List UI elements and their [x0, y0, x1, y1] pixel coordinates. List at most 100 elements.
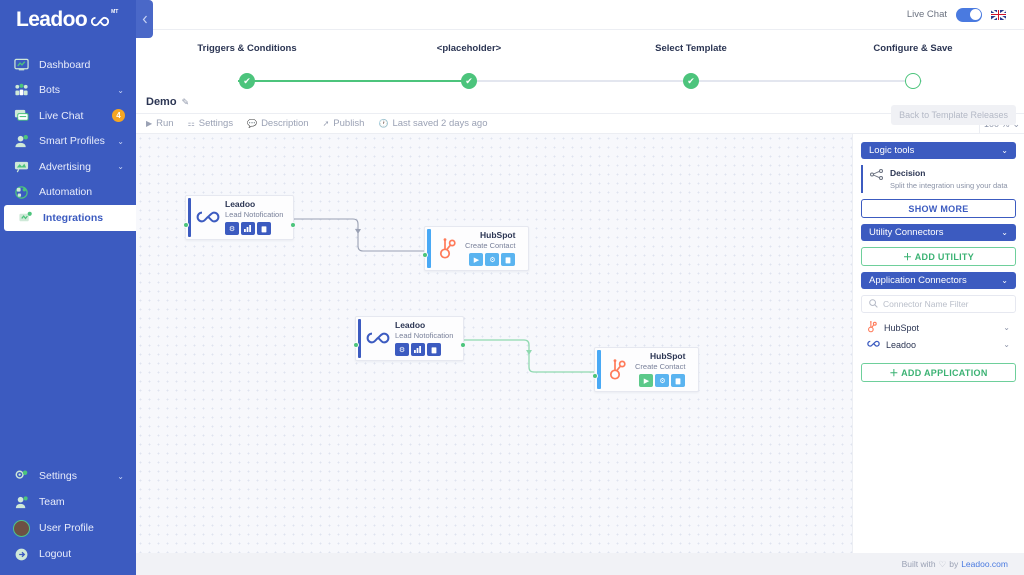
- node-leadoo-2[interactable]: Leadoo Lead Notofication ⚙: [353, 316, 466, 362]
- gear-icon[interactable]: ⚙: [225, 222, 239, 236]
- chart-icon[interactable]: [411, 343, 425, 357]
- logout-arrow-icon: [13, 546, 30, 563]
- sidebar-item-live-chat[interactable]: Live Chat 4: [0, 103, 136, 129]
- node-actions: ⚙: [395, 343, 453, 357]
- node-leadoo-1[interactable]: Leadoo Lead Notofication ⚙: [183, 195, 296, 241]
- settings-button[interactable]: ⚏ Settings: [187, 118, 234, 129]
- settings-gear-icon: [13, 468, 30, 485]
- sidebar-item-label: Team: [39, 496, 65, 508]
- chevron-down-icon[interactable]: ⌄: [1003, 323, 1010, 333]
- chevron-down-icon: ⌄: [1001, 276, 1008, 286]
- tool-subtitle: Split the integration using your data: [890, 181, 1008, 191]
- uk-flag-icon[interactable]: [991, 9, 1006, 20]
- sidebar-item-dashboard[interactable]: Dashboard: [0, 52, 136, 78]
- node-subtitle: Create Contact: [635, 361, 686, 371]
- footer-link[interactable]: Leadoo.com: [961, 559, 1008, 569]
- hubspot-icon: [601, 348, 635, 391]
- node-output-port[interactable]: [460, 342, 466, 348]
- sidebar-collapse-button[interactable]: [136, 0, 153, 38]
- top-bar: Live Chat: [136, 0, 1024, 30]
- chevron-down-icon[interactable]: ⌄: [117, 162, 124, 172]
- chevron-left-icon: [142, 15, 147, 23]
- step-node-1[interactable]: ✔: [239, 73, 255, 89]
- document-title-row: Demo ✎: [136, 90, 1024, 114]
- sidebar-item-label: Logout: [39, 548, 72, 560]
- section-header-utility-connectors[interactable]: Utility Connectors ⌄: [861, 224, 1016, 242]
- section-header-application-connectors[interactable]: Application Connectors ⌄: [861, 272, 1016, 290]
- sidebar-item-user-profile[interactable]: User Profile: [0, 515, 136, 541]
- sidebar-item-bots[interactable]: Bots ⌄: [0, 78, 136, 104]
- chevron-down-icon[interactable]: ⌄: [117, 471, 124, 481]
- node-hubspot-1[interactable]: HubSpot Create Contact ▶ ⚙: [422, 226, 529, 272]
- sidebar-nav-bottom: Settings ⌄ Team User Profile Logout: [0, 463, 136, 567]
- node-hubspot-2[interactable]: HubSpot Create Contact ▶ ⚙: [592, 347, 699, 393]
- back-to-template-releases-button[interactable]: Back to Template Releases: [891, 105, 1016, 125]
- trash-icon[interactable]: [501, 253, 516, 267]
- connector-row-hubspot[interactable]: HubSpot ⌄: [861, 319, 1016, 336]
- run-button[interactable]: ▶ Run: [146, 118, 174, 129]
- logo[interactable]: Leadoo MT: [0, 0, 136, 40]
- step-node-4[interactable]: [905, 73, 921, 89]
- add-utility-button[interactable]: ＋ ADD UTILITY: [861, 247, 1016, 267]
- connector-row-leadoo[interactable]: Leadoo ⌄: [861, 336, 1016, 353]
- sidebar-item-label: Dashboard: [39, 58, 91, 71]
- node-actions: ⚙: [225, 222, 283, 236]
- node-output-port[interactable]: [183, 222, 189, 228]
- chevron-down-icon: ⌄: [1001, 146, 1008, 155]
- chart-icon[interactable]: [241, 222, 255, 236]
- sidebar-item-smart-profiles[interactable]: Smart Profiles ⌄: [0, 129, 136, 155]
- gear-icon[interactable]: ⚙: [395, 343, 409, 357]
- add-application-button[interactable]: ＋ ADD APPLICATION: [861, 363, 1016, 383]
- step-node-3[interactable]: ✔: [683, 73, 699, 89]
- trash-icon[interactable]: [257, 222, 271, 236]
- play-icon[interactable]: ▶: [469, 253, 484, 267]
- sidebar-item-integrations[interactable]: Integrations: [4, 205, 136, 231]
- trash-icon[interactable]: [671, 374, 686, 388]
- gear-icon[interactable]: ⚙: [655, 374, 670, 388]
- node-input-port[interactable]: [422, 252, 428, 258]
- publish-button[interactable]: ➚ Publish: [322, 118, 365, 129]
- flow-connector-1: [294, 218, 427, 252]
- sidebar-item-advertising[interactable]: Advertising ⌄: [0, 154, 136, 180]
- smart-profiles-icon: [13, 133, 30, 150]
- section-header-logic-tools[interactable]: Logic tools ⌄: [861, 142, 1016, 159]
- hubspot-icon: [431, 227, 465, 270]
- automation-icon: [13, 184, 30, 201]
- node-title: HubSpot: [650, 351, 686, 361]
- step-label-1: Triggers & Conditions: [197, 43, 297, 54]
- node-output-port[interactable]: [290, 222, 296, 228]
- connector-filter-box[interactable]: [861, 295, 1016, 314]
- node-output-port[interactable]: [353, 342, 359, 348]
- leadoo-infinity-icon: [191, 196, 225, 239]
- search-input[interactable]: [883, 299, 1008, 310]
- tool-card-decision[interactable]: Decision Split the integration using you…: [861, 165, 1016, 194]
- tool-title: Decision: [890, 168, 926, 178]
- avatar-icon: [13, 519, 30, 537]
- flow-canvas[interactable]: Leadoo Lead Notofication ⚙: [136, 134, 852, 553]
- step-node-2[interactable]: ✔: [461, 73, 477, 89]
- node-accent-bar: [188, 198, 191, 238]
- play-icon[interactable]: ▶: [639, 374, 654, 388]
- sidebar-item-logout[interactable]: Logout: [0, 541, 136, 567]
- sidebar-item-team[interactable]: Team: [0, 489, 136, 515]
- sidebar-item-label: Live Chat: [39, 109, 84, 122]
- decision-branch-icon: [870, 169, 883, 183]
- live-chat-toggle[interactable]: [956, 7, 982, 22]
- chevron-down-icon[interactable]: ⌄: [117, 136, 124, 146]
- trash-icon[interactable]: [427, 343, 441, 357]
- chevron-down-icon[interactable]: ⌄: [117, 85, 124, 95]
- gear-icon[interactable]: ⚙: [485, 253, 500, 267]
- sidebar-nav: Dashboard Bots ⌄ Live Chat 4: [0, 52, 136, 231]
- sidebar-item-settings[interactable]: Settings ⌄: [0, 463, 136, 489]
- node-accent-bar: [427, 229, 431, 269]
- chevron-down-icon[interactable]: ⌄: [1003, 340, 1010, 350]
- sidebar-item-automation[interactable]: Automation: [0, 180, 136, 206]
- pencil-icon[interactable]: ✎: [181, 96, 190, 107]
- step-label-4: Configure & Save: [873, 43, 953, 54]
- chevron-down-icon: ⌄: [1012, 118, 1021, 129]
- description-button[interactable]: 💬 Description: [247, 118, 309, 129]
- node-accent-bar: [597, 350, 601, 390]
- node-input-port[interactable]: [592, 373, 598, 379]
- show-more-button[interactable]: SHOW MORE: [861, 199, 1016, 219]
